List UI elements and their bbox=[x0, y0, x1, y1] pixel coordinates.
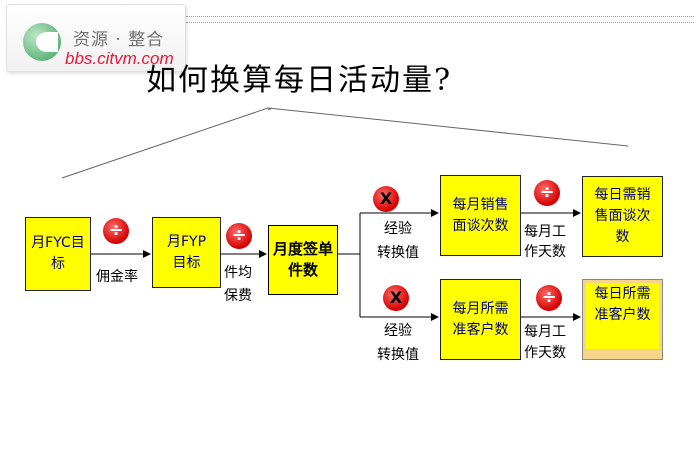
box-daily-sales-interviews-text: 每日需销售面谈次数 bbox=[594, 187, 651, 245]
box-monthly-sales-interviews: 每月销售面谈次数 bbox=[440, 175, 521, 256]
label-conversion-top-1: 经验 bbox=[384, 221, 412, 237]
label-avg-premium-1: 件均 bbox=[224, 265, 252, 281]
site-logo[interactable]: 资源 · 整合 bbs.citvm.com bbox=[6, 4, 186, 72]
box-monthly-prospects-text: 每月所需准客户数 bbox=[452, 300, 509, 338]
label-workdays-top-2: 作天数 bbox=[524, 244, 566, 260]
label-conversion-top-2: 转换值 bbox=[377, 245, 419, 261]
box-daily-prospects: 每日所需准客户数 bbox=[582, 279, 663, 360]
box-monthly-prospects: 每月所需准客户数 bbox=[440, 279, 521, 360]
box-monthly-cases-text: 月度签单件数 bbox=[273, 240, 334, 279]
box-daily-sales-interviews: 每日需销售面谈次数 bbox=[582, 176, 663, 257]
box-monthly-fyc-target-text: 月FYC目标 bbox=[31, 235, 85, 272]
multiply-icon-top: X bbox=[373, 186, 399, 212]
top-dotted-rule-2 bbox=[186, 22, 694, 23]
divide-icon-2: ÷ bbox=[226, 223, 252, 249]
logo-c-icon bbox=[23, 23, 61, 61]
label-avg-premium-2: 保费 bbox=[224, 288, 252, 304]
box-daily-prospects-text: 每日所需准客户数 bbox=[594, 286, 651, 323]
top-dotted-rule-1 bbox=[186, 16, 694, 17]
divide-icon-4: ÷ bbox=[536, 285, 562, 311]
label-commission-rate: 佣金率 bbox=[96, 269, 138, 285]
page-title: 如何换算每日活动量? bbox=[146, 63, 453, 98]
divide-icon-1: ÷ bbox=[103, 218, 129, 244]
label-conversion-bottom-2: 转换值 bbox=[377, 347, 419, 363]
box-monthly-cases: 月度签单件数 bbox=[268, 225, 338, 295]
box-monthly-sales-interviews-text: 每月销售面谈次数 bbox=[452, 196, 509, 234]
label-workdays-top-1: 每月工 bbox=[524, 224, 566, 240]
label-workdays-bottom-2: 作天数 bbox=[524, 345, 566, 361]
label-workdays-bottom-1: 每月工 bbox=[524, 324, 566, 340]
label-conversion-bottom-1: 经验 bbox=[384, 323, 412, 339]
box-monthly-fyp-target: 月FYP目标 bbox=[152, 217, 221, 288]
logo-url: bbs.citvm.com bbox=[65, 49, 174, 68]
multiply-icon-bottom: X bbox=[383, 285, 409, 311]
box-monthly-fyp-target-text: 月FYP目标 bbox=[166, 233, 207, 271]
box-monthly-fyc-target: 月FYC目标 bbox=[25, 217, 91, 291]
divide-icon-3: ÷ bbox=[534, 180, 560, 206]
logo-tagline: 资源 · 整合 bbox=[73, 30, 165, 50]
